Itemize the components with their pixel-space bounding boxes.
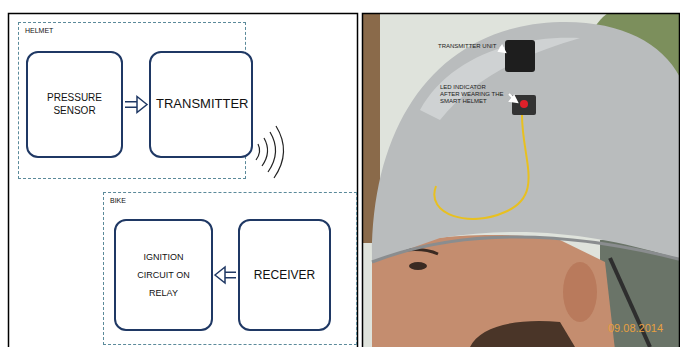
block-label: TRANSMITTER xyxy=(156,96,246,112)
wave-arc xyxy=(268,132,276,172)
arrow-shaft xyxy=(225,272,236,279)
block-box: TRANSMITTER xyxy=(149,51,253,158)
block-label: PRESSURE SENSOR xyxy=(35,92,115,117)
group-label: HELMET xyxy=(25,27,53,36)
group-region: HELMET PRESSURE SENSOR TRANSMITTER xyxy=(18,22,246,179)
pointer-head xyxy=(499,46,505,52)
arrow-shaft-core xyxy=(124,103,138,107)
ear xyxy=(563,262,597,322)
wave-arc xyxy=(256,144,260,160)
eye xyxy=(409,262,427,270)
panel-frame xyxy=(9,14,358,347)
helmet-photo xyxy=(362,13,680,347)
photo-frame xyxy=(363,14,680,347)
signal-arrow xyxy=(124,97,147,113)
group-region: BIKE IGNITION CIRCUIT ON RELAY RECEIVER xyxy=(103,192,357,345)
photo-label: LED INDICATOR AFTER WEARING THE SMART HE… xyxy=(440,84,506,106)
group-label: BIKE xyxy=(110,197,126,206)
beard xyxy=(470,321,575,347)
arrow-head xyxy=(137,97,147,113)
block-label: RECEIVER xyxy=(254,268,315,283)
transmitter-unit xyxy=(505,40,535,72)
helmet-highlight xyxy=(420,38,580,120)
block-label: IGNITION CIRCUIT ON RELAY xyxy=(129,248,199,302)
wire xyxy=(434,115,528,219)
signal-arrow xyxy=(215,267,237,283)
block-box: PRESSURE SENSOR xyxy=(26,51,123,158)
helmet-rim xyxy=(372,237,680,262)
photo-label: TRANSMITTER UNIT xyxy=(438,43,500,50)
arrow-head xyxy=(215,267,225,283)
arrow-shaft-core xyxy=(224,273,237,277)
wave-arc xyxy=(262,138,268,166)
wireless-symbol xyxy=(256,126,284,178)
block-box: IGNITION CIRCUIT ON RELAY xyxy=(114,219,213,331)
led xyxy=(520,100,528,108)
helmet-shell xyxy=(372,22,680,262)
date-stamp: 09.08.2014 xyxy=(608,322,676,335)
wave-arc xyxy=(274,126,284,178)
arrow-shaft xyxy=(125,101,137,108)
block-box: RECEIVER xyxy=(238,219,331,331)
pointer-head xyxy=(510,96,517,102)
